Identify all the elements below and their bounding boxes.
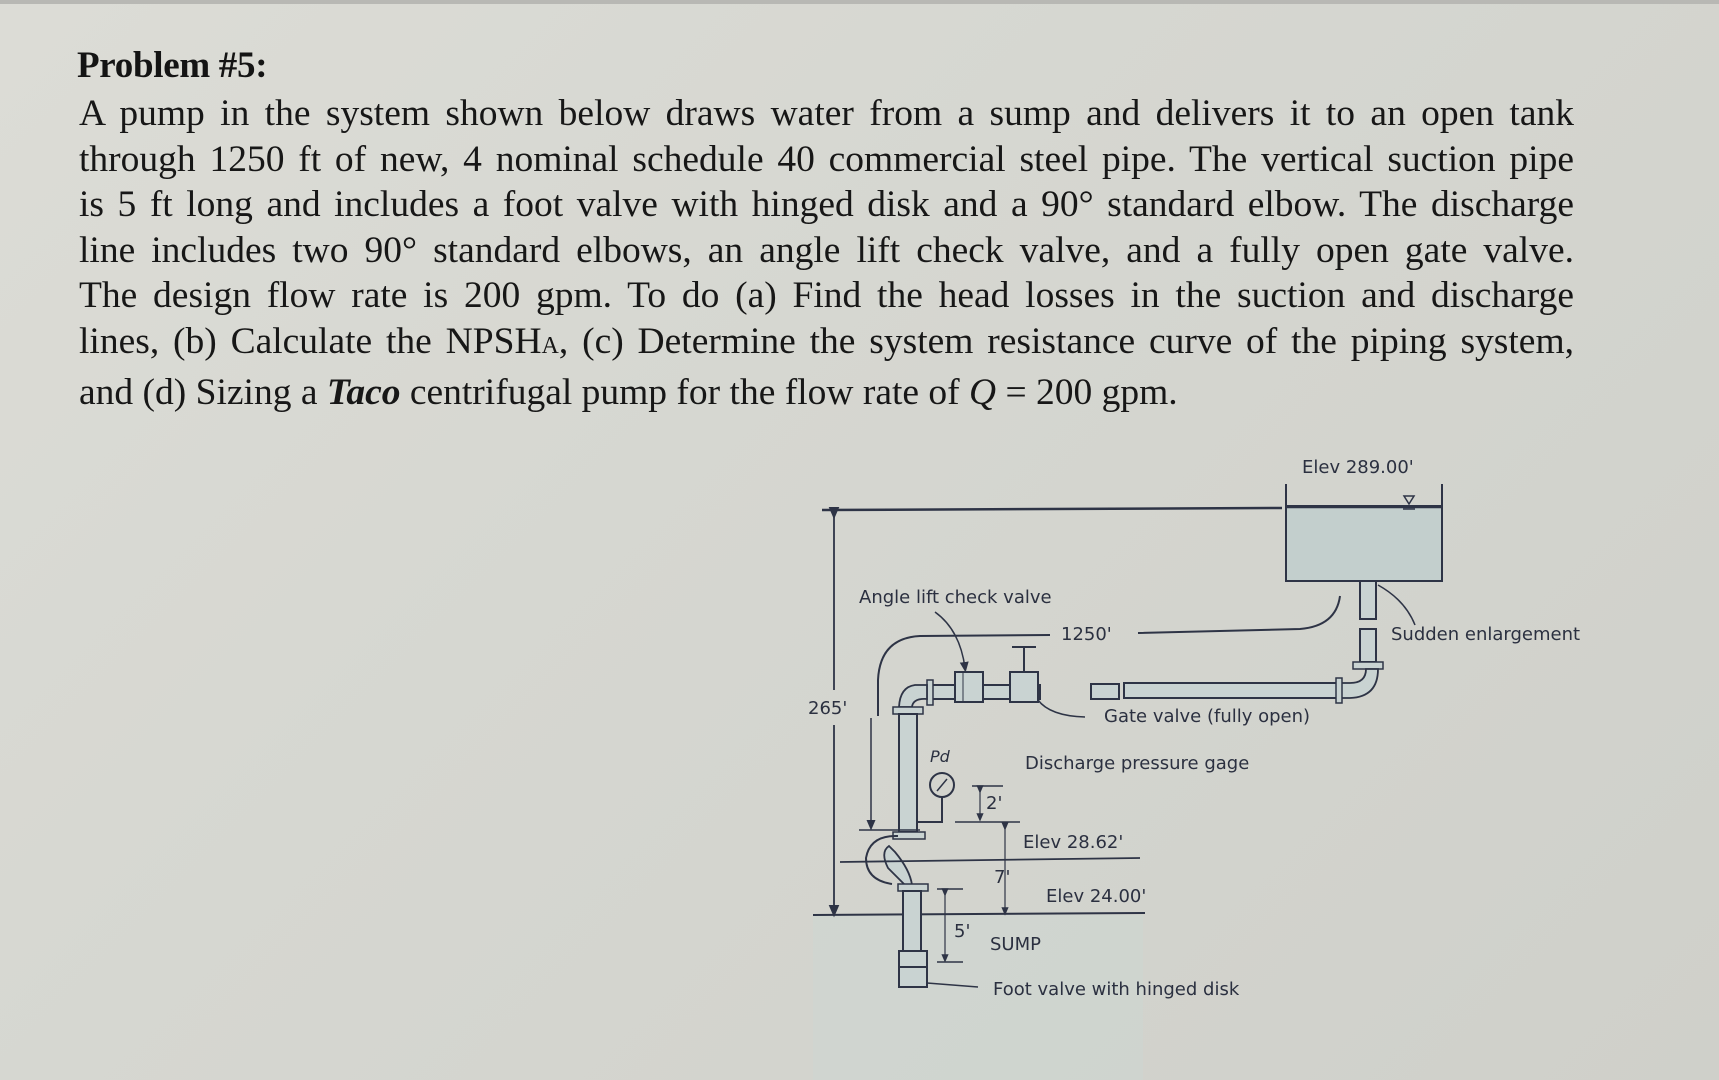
flow-variable: Q: [969, 371, 997, 413]
tank-level-line: [821, 506, 1283, 512]
pipe-length-dim-left: [877, 634, 1051, 716]
pump-icon: [864, 834, 929, 892]
taco-brand: Taco: [326, 371, 401, 413]
problem-title: Problem #5:: [77, 45, 268, 86]
sudden-enlargement-leader: [1377, 584, 1416, 626]
npsh-subscript: A: [541, 332, 559, 359]
elbow-top-left: [898, 684, 928, 708]
statement-line-1: A pump in the system shown below draws w…: [79, 93, 1574, 134]
sump-level-line: [812, 912, 1146, 916]
foot-valve-label: Foot valve with hinged disk: [993, 979, 1240, 1000]
sump-water: [813, 915, 1143, 1080]
line6-text-a: lines, (b) Calculate the NPSH: [79, 320, 542, 362]
gate-valve-leader: [1037, 699, 1086, 718]
line7-text-b: centrifugal pump for the flow rate of: [400, 371, 970, 413]
pipe-length-dim-right: [1137, 595, 1341, 634]
statement-line-7: and (d) Sizing a Taco centrifugal pump f…: [79, 370, 1574, 416]
sudden-enlargement-label: Sudden enlargement: [1391, 624, 1580, 645]
statement-line-4: line includes two 90° standard elbows, a…: [79, 229, 1574, 271]
total-height-label: 265': [808, 698, 847, 719]
elbow-top-right: [1337, 668, 1379, 699]
water-level-icon: [1402, 495, 1416, 506]
suction-pipe: [902, 890, 922, 952]
problem-statement: A pump in the system shown below draws w…: [79, 91, 1574, 415]
check-valve-label: Angle lift check valve: [859, 587, 1052, 608]
check-valve-icon: [954, 671, 984, 703]
statement-line-3: is 5 ft long and includes a foot valve w…: [79, 184, 1574, 226]
pump-to-sump-label: 7': [994, 867, 1010, 888]
discharge-riser: [898, 713, 918, 833]
sump-label: SUMP: [990, 934, 1041, 955]
gage-offset-label: 2': [986, 793, 1002, 814]
line6-text-b: , (c) Determine the system resistance cu…: [558, 320, 1574, 362]
tank-elevation-label: Elev 289.00': [1302, 457, 1414, 478]
tank-inlet-pipe: [1359, 580, 1377, 620]
pump-elevation-label: Elev 28.62': [1023, 832, 1123, 853]
foot-valve-icon: [898, 950, 928, 988]
pipe-length-label: 1250': [1061, 624, 1112, 645]
statement-line-5: The design flow rate is 200 gpm. To do (…: [79, 275, 1574, 317]
line7-text-a: and (d) Sizing a: [79, 371, 327, 413]
gate-valve-icon: [1009, 671, 1039, 703]
open-tank: [1285, 484, 1443, 582]
discharge-gage-label: Discharge pressure gage: [1025, 753, 1249, 774]
riser-pipe: [1359, 628, 1377, 663]
top-edge: [0, 0, 1719, 4]
statement-line-2: through 1250 ft of new, 4 nominal schedu…: [79, 138, 1574, 180]
pump-centerline: [839, 857, 1141, 863]
gate-valve-label: Gate valve (fully open): [1104, 706, 1310, 727]
check-valve-leader: [934, 611, 969, 673]
suction-length-label: 5': [954, 921, 970, 942]
discharge-pipe: [929, 668, 1379, 704]
sump-elevation-label: Elev 24.00': [1046, 886, 1146, 907]
statement-line-6: lines, (b) Calculate the NPSHA, (c) Dete…: [79, 319, 1574, 370]
line7-text-c: = 200 gpm.: [996, 371, 1178, 413]
pressure-symbol: Pd: [930, 747, 951, 766]
